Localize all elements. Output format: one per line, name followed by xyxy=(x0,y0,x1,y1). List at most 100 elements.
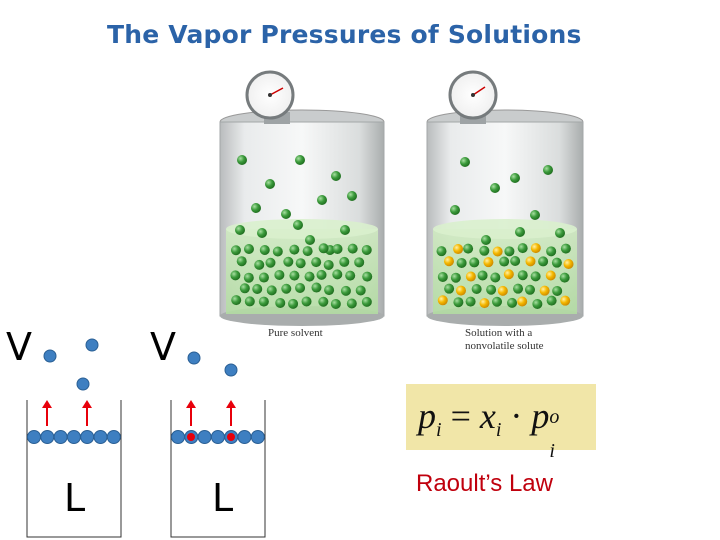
solute-particle xyxy=(560,295,571,306)
solvent-particle xyxy=(552,285,563,296)
raoult-formula: pi = xi · p o i xyxy=(418,395,563,462)
pure-solvent-container xyxy=(219,70,385,326)
solvent-particle xyxy=(332,243,343,254)
solvent-particle xyxy=(265,179,275,189)
solvent-particle xyxy=(289,244,300,255)
solvent-particle xyxy=(106,430,121,444)
solvent-particle xyxy=(316,269,327,280)
solvent-particle xyxy=(490,272,501,283)
solvent-particle xyxy=(288,298,299,309)
solvent-particle xyxy=(305,235,315,245)
solvent-particle xyxy=(295,282,306,293)
solvent-particle xyxy=(257,228,267,238)
solvent-particle xyxy=(171,430,185,444)
solvent-particle xyxy=(323,259,334,270)
formula-p: p xyxy=(531,396,550,436)
solvent-particle xyxy=(251,203,261,213)
solvent-particle xyxy=(254,259,265,270)
solvent-particle xyxy=(463,243,474,254)
solvent-particle xyxy=(517,270,528,281)
solvent-particle xyxy=(546,295,557,306)
solvent-particle xyxy=(471,283,482,294)
solute-particle xyxy=(443,256,454,267)
solvent-particle xyxy=(555,228,565,238)
solute-particle xyxy=(437,295,448,306)
solvent-particle xyxy=(486,284,497,295)
solvent-particle xyxy=(295,155,305,165)
solvent-particle xyxy=(456,257,467,268)
solvent-particle xyxy=(318,243,329,254)
solvent-particle xyxy=(66,430,81,444)
solvent-particle xyxy=(504,246,515,257)
solute-particle xyxy=(525,256,536,267)
solvent-particle xyxy=(244,296,255,307)
solvent-particle xyxy=(230,270,241,281)
solvent-particle xyxy=(272,246,283,257)
raoults-law-label: Raoult’s Law xyxy=(416,470,553,497)
solute-particle xyxy=(479,298,490,309)
solvent-particle xyxy=(266,285,277,296)
solvent-particle xyxy=(546,246,557,257)
solvent-particle xyxy=(530,271,541,282)
solvent-particle xyxy=(515,227,525,237)
solvent-particle xyxy=(259,245,270,256)
solvent-particle xyxy=(258,272,269,283)
solvent-particle xyxy=(551,257,562,268)
solvent-particle xyxy=(560,243,571,254)
solvent-particle xyxy=(27,430,41,444)
formula-sub: i xyxy=(495,419,502,442)
solvent-particle xyxy=(460,157,470,167)
solvent-particle xyxy=(295,258,306,269)
solute-particle xyxy=(492,246,503,257)
solvent-particle xyxy=(331,171,341,181)
solvent-particle xyxy=(40,430,55,444)
solvent-particle xyxy=(437,271,448,282)
solvent-particle xyxy=(354,257,365,268)
schematic-pure-solvent xyxy=(26,338,122,538)
solute-particle xyxy=(545,270,556,281)
solute-particle xyxy=(563,259,574,270)
solvent-particle xyxy=(311,282,322,293)
formula-sup: o xyxy=(549,406,560,428)
solvent-particle xyxy=(197,430,212,444)
solvent-particle xyxy=(453,297,464,308)
solvent-particle xyxy=(265,257,276,268)
arrow-head-icon xyxy=(226,400,236,408)
solvent-particle xyxy=(236,256,247,267)
solvent-particle xyxy=(293,220,303,230)
vapor-particle xyxy=(187,351,201,365)
solvent-particle xyxy=(347,243,358,254)
vapor-label: V xyxy=(6,325,32,369)
formula-p: p xyxy=(418,396,436,436)
solvent-particle xyxy=(311,257,322,268)
solvent-particle xyxy=(436,246,447,257)
solvent-particle xyxy=(450,272,461,283)
solvent-particle xyxy=(330,298,341,309)
pressure-gauge-icon xyxy=(448,70,498,124)
vapor-particle xyxy=(224,363,238,377)
solvent-particle xyxy=(340,225,350,235)
solvent-particle xyxy=(281,283,292,294)
formula-sub: i xyxy=(549,440,555,462)
solvent-particle xyxy=(532,298,543,309)
solute-particle xyxy=(465,271,476,282)
arrow-head-icon xyxy=(82,400,92,408)
solvent-particle xyxy=(345,270,356,281)
solute-particle xyxy=(517,296,528,307)
solvent-particle xyxy=(543,165,553,175)
solvent-particle xyxy=(258,296,269,307)
vapor-particle xyxy=(43,349,57,363)
solvent-particle xyxy=(477,270,488,281)
solvent-particle xyxy=(243,272,254,283)
solvent-particle xyxy=(517,243,528,254)
solvent-particle xyxy=(355,285,366,296)
solvent-particle xyxy=(252,283,263,294)
solvent-particle xyxy=(340,285,351,296)
solvent-particle xyxy=(530,210,540,220)
vapor-label: V xyxy=(150,325,176,369)
solvent-particle xyxy=(339,256,350,267)
solvent-particle xyxy=(450,205,460,215)
solvent-particle xyxy=(324,285,335,296)
solvent-particle xyxy=(93,430,108,444)
arrow-head-icon xyxy=(42,400,52,408)
